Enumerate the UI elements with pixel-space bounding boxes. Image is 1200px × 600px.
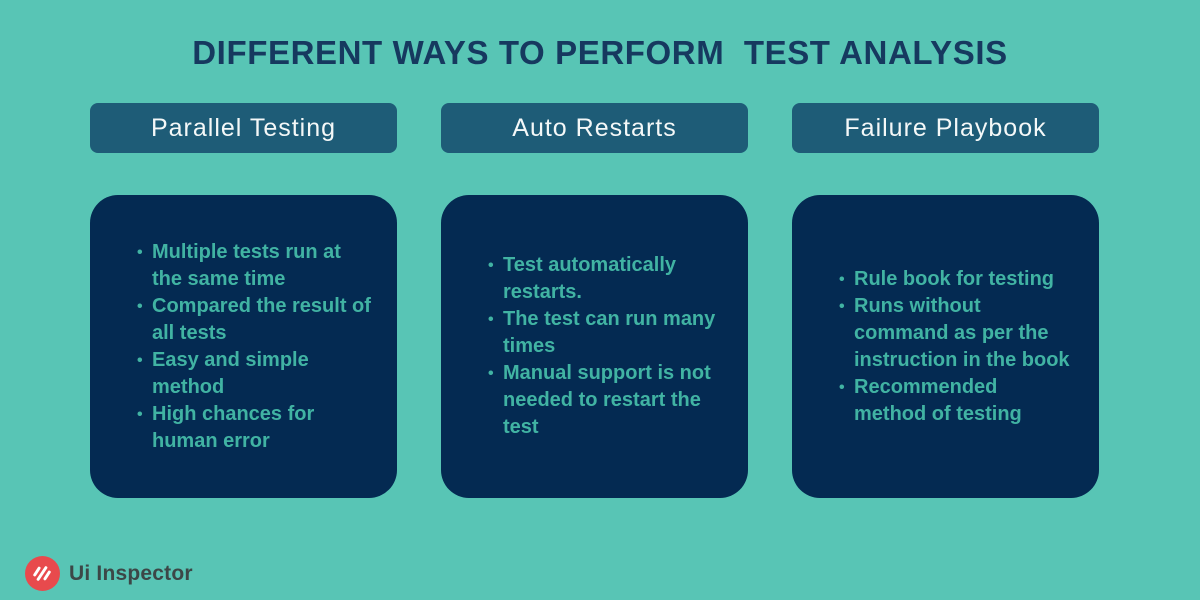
column-parallel-testing: Parallel Testing Multiple tests run at t… (90, 103, 397, 498)
bullet-item: Runs without command as per the instruct… (839, 293, 1073, 374)
header-label: Parallel Testing (150, 113, 337, 142)
bullet-item: Easy and simple method (137, 347, 371, 401)
bullet-list: Multiple tests run at the same timeCompa… (137, 239, 371, 455)
bullet-item: Compared the result of all tests (137, 293, 371, 347)
brand-name: Ui Inspector (69, 561, 193, 585)
header-parallel-testing: Parallel Testing (90, 103, 397, 153)
brand-footer: Ui Inspector (25, 556, 193, 591)
header-label: Failure Playbook (844, 113, 1047, 142)
card-auto-restarts: Test automatically restarts.The test can… (441, 195, 748, 498)
bullet-item: Recommended method of testing (839, 374, 1073, 428)
page-title: DIFFERENT WAYS TO PERFORM TEST ANALYSIS (192, 34, 1008, 71)
bullet-list: Test automatically restarts.The test can… (488, 252, 722, 441)
bullet-item: Test automatically restarts. (488, 252, 722, 306)
header-failure-playbook: Failure Playbook (792, 103, 1099, 153)
bullet-item: High chances for human error (137, 401, 371, 455)
bullet-item: Rule book for testing (839, 266, 1073, 293)
column-auto-restarts: Auto Restarts Test automatically restart… (441, 103, 748, 498)
bullet-item: The test can run many times (488, 306, 722, 360)
bullet-list: Rule book for testingRuns without comman… (839, 266, 1073, 428)
card-parallel-testing: Multiple tests run at the same timeCompa… (90, 195, 397, 498)
header-auto-restarts: Auto Restarts (441, 103, 748, 153)
columns-container: Parallel Testing Multiple tests run at t… (90, 103, 1100, 498)
card-failure-playbook: Rule book for testingRuns without comman… (792, 195, 1099, 498)
slashes-circle-icon (25, 556, 60, 591)
bullet-item: Multiple tests run at the same time (137, 239, 371, 293)
bullet-item: Manual support is not needed to restart … (488, 360, 722, 441)
header-label: Auto Restarts (512, 113, 677, 142)
column-failure-playbook: Failure Playbook Rule book for testingRu… (792, 103, 1099, 498)
